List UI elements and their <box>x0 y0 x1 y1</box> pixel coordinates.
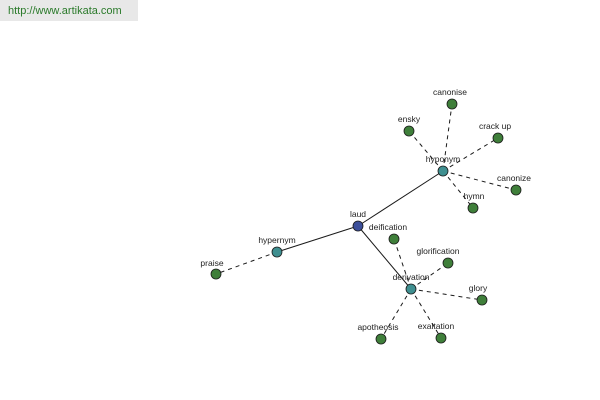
node-label: glorification <box>417 246 460 256</box>
node-label: praise <box>200 258 223 268</box>
site-url-link[interactable]: http://www.artikata.com <box>8 5 122 17</box>
node-dot[interactable] <box>388 233 400 245</box>
edge-derivation-deification <box>393 238 412 290</box>
node-label: canonise <box>433 87 467 97</box>
node-label: hymn <box>464 191 485 201</box>
edge-derivation-glory <box>410 288 483 301</box>
node-dot[interactable] <box>375 333 387 345</box>
edge-hyponym-crack_up <box>442 137 499 172</box>
node-dot[interactable] <box>435 332 447 344</box>
node-dot[interactable] <box>403 125 415 137</box>
node-dot[interactable] <box>446 98 458 110</box>
url-bar: http://www.artikata.com <box>0 0 138 21</box>
node-label: derivation <box>393 272 430 282</box>
node-canonize[interactable]: canonize <box>497 173 531 196</box>
node-hyponym[interactable]: hyponym <box>426 154 461 177</box>
node-derivation[interactable]: derivation <box>393 272 430 295</box>
node-laud[interactable]: laud <box>350 209 366 232</box>
node-dot[interactable] <box>405 283 417 295</box>
node-label: glory <box>469 283 488 293</box>
node-canonise[interactable]: canonise <box>433 87 467 110</box>
node-exaltation[interactable]: exaltation <box>418 321 455 344</box>
edge-laud-hypernym <box>276 225 359 253</box>
node-dot[interactable] <box>210 268 222 280</box>
node-hymn[interactable]: hymn <box>464 191 485 214</box>
node-praise[interactable]: praise <box>200 258 224 280</box>
edge-hyponym-canonise <box>442 103 453 172</box>
node-dot[interactable] <box>492 132 504 144</box>
edges-layer <box>215 103 517 340</box>
node-label: ensky <box>398 114 421 124</box>
node-apotheosis[interactable]: apotheosis <box>357 322 399 345</box>
edge-derivation-exaltation <box>410 288 442 339</box>
node-label: deification <box>369 222 408 232</box>
node-dot[interactable] <box>437 165 449 177</box>
nodes-layer: laud hypernym hyponym derivation praise canon… <box>200 87 531 345</box>
edge-derivation-apotheosis <box>380 288 412 340</box>
edge-laud-derivation <box>357 225 412 290</box>
node-crack-up[interactable]: crack up <box>479 121 511 144</box>
node-label: canonize <box>497 173 531 183</box>
node-dot[interactable] <box>352 220 364 232</box>
node-dot[interactable] <box>442 257 454 269</box>
edge-laud-hyponym <box>357 170 444 227</box>
node-label: exaltation <box>418 321 455 331</box>
node-label: crack up <box>479 121 511 131</box>
node-glory[interactable]: glory <box>469 283 488 306</box>
node-label: hypernym <box>258 235 295 245</box>
node-glorification[interactable]: glorification <box>417 246 460 269</box>
node-deification[interactable]: deification <box>369 222 408 245</box>
node-label: hyponym <box>426 154 461 164</box>
node-ensky[interactable]: ensky <box>398 114 421 137</box>
node-label: apotheosis <box>357 322 398 332</box>
node-hypernym[interactable]: hypernym <box>258 235 296 258</box>
node-dot[interactable] <box>510 184 522 196</box>
edge-hyponym-ensky <box>408 130 444 172</box>
node-label: laud <box>350 209 366 219</box>
node-dot[interactable] <box>271 246 283 258</box>
edge-hyponym-hymn <box>442 170 474 209</box>
node-dot[interactable] <box>467 202 479 214</box>
node-dot[interactable] <box>476 294 488 306</box>
edge-hypernym-praise <box>215 251 278 275</box>
